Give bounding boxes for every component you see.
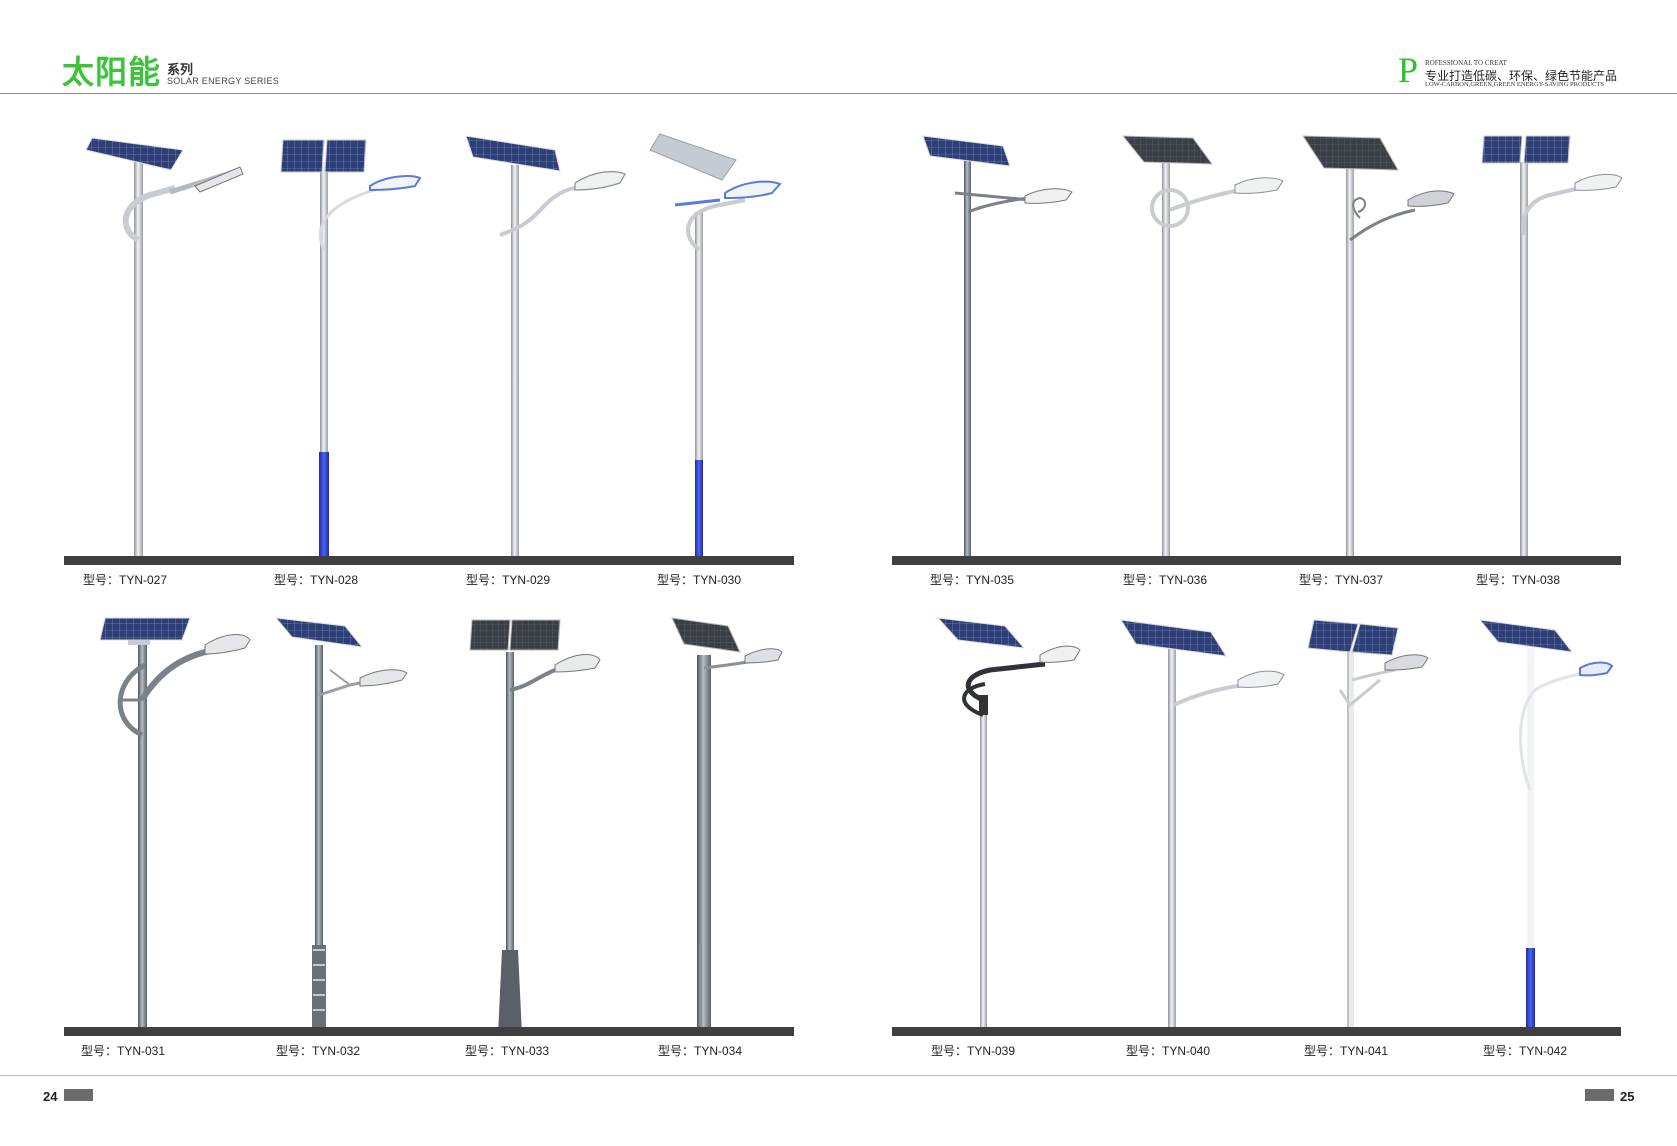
lamp-tyn-039 [936, 617, 1081, 1035]
brand-title: 太阳能 [62, 53, 162, 91]
lamp-tyn-042 [1478, 619, 1614, 1035]
lamp-tyn-031 [99, 617, 251, 1035]
tagline-chinese: 专业打造低碳、环保、绿色节能产品 [1425, 69, 1618, 83]
lamp-tyn-027 [85, 137, 244, 562]
lamp-tyn-040 [1120, 619, 1285, 1035]
model-label: 型号：TYN-038 [1476, 573, 1561, 587]
ground-strip [892, 556, 1621, 565]
lamp-tyn-041 [1307, 619, 1429, 1035]
lamp-tyn-035 [922, 135, 1073, 562]
model-label: 型号：TYN-032 [276, 1044, 361, 1058]
model-label: 型号：TYN-031 [81, 1044, 166, 1058]
page-marker-right [1585, 1089, 1614, 1101]
ground-strip [892, 1027, 1621, 1036]
ground-strip [64, 556, 794, 565]
model-label: 型号：TYN-041 [1304, 1044, 1389, 1058]
lamp-tyn-037 [1302, 135, 1455, 562]
lamp-tyn-029 [465, 135, 626, 562]
series-label: 系列 [167, 63, 194, 78]
model-label: 型号：TYN-040 [1126, 1044, 1211, 1058]
model-label: 型号：TYN-034 [658, 1044, 743, 1058]
footer-divider [0, 1075, 1677, 1076]
model-label: 型号：TYN-042 [1483, 1044, 1568, 1058]
tagline-initial: P [1398, 50, 1419, 90]
page-marker-left [64, 1089, 93, 1101]
model-label: 型号：TYN-037 [1299, 573, 1384, 587]
model-label: 型号：TYN-033 [465, 1044, 550, 1058]
lamp-tyn-038 [1481, 135, 1623, 562]
page-number-right: 25 [1620, 1089, 1635, 1104]
model-label: 型号：TYN-028 [274, 573, 359, 587]
lamp-tyn-034 [671, 617, 783, 1035]
lamp-tyn-033 [469, 619, 601, 1035]
series-english: SOLAR ENERGY SERIES [167, 76, 280, 86]
tagline-english-bottom: LOW-CARBON,GREEN,GREEN ENERGY-SAVING PRO… [1425, 81, 1604, 88]
lamp-tyn-036 [1121, 135, 1284, 562]
model-label: 型号：TYN-029 [466, 573, 551, 587]
model-label: 型号：TYN-030 [657, 573, 742, 587]
page-number-left: 24 [43, 1089, 58, 1104]
model-label: 型号：TYN-027 [83, 573, 168, 587]
lamp-tyn-028 [280, 139, 422, 562]
header-divider [0, 93, 1677, 94]
ground-strip [64, 1027, 794, 1036]
model-label: 型号：TYN-036 [1123, 573, 1208, 587]
lamp-tyn-032 [274, 617, 408, 1035]
model-label: 型号：TYN-035 [930, 573, 1015, 587]
model-label: 型号：TYN-039 [931, 1044, 1016, 1058]
lamp-tyn-030 [649, 133, 782, 562]
tagline-english-top: ROFESSIONAL TO CREAT [1425, 59, 1507, 67]
